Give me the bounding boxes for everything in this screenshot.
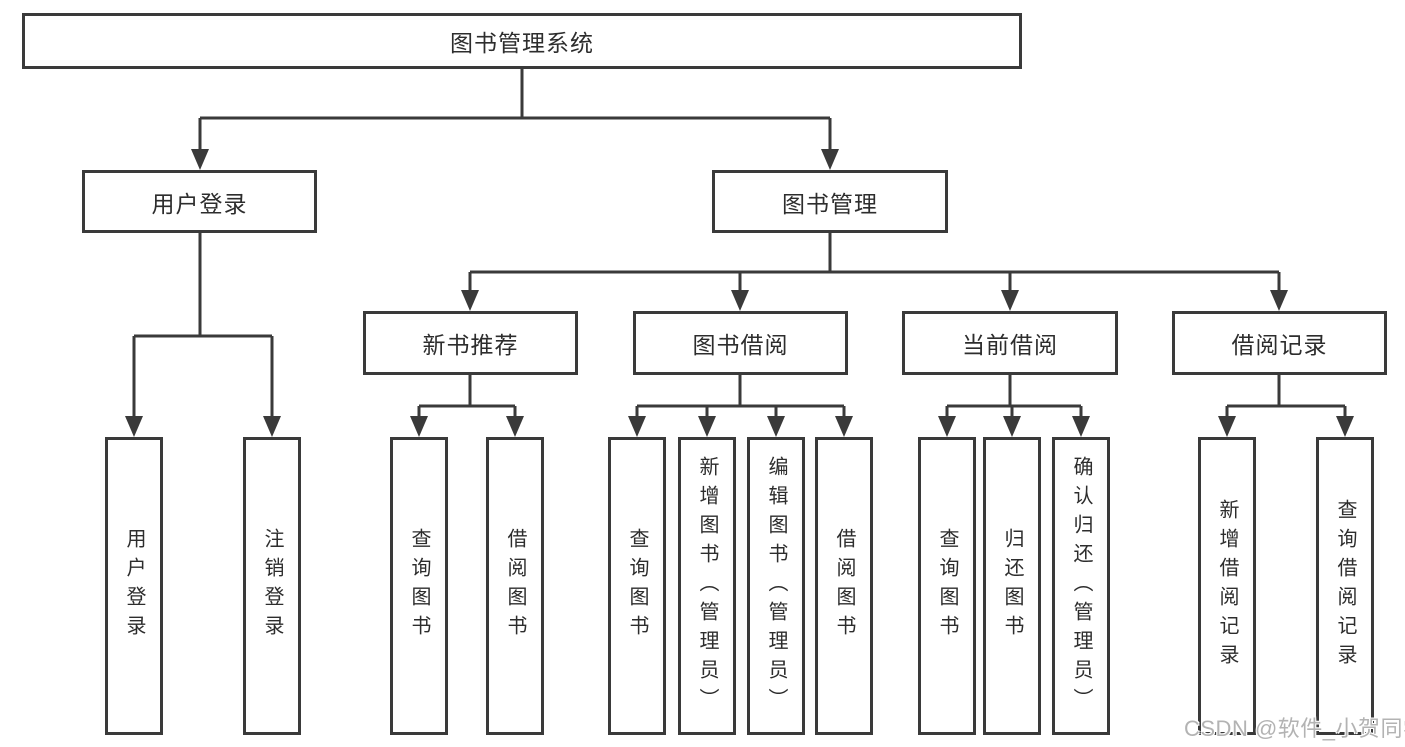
leaf-query-books-current: 查询图书 — [918, 437, 976, 735]
node-book-management-label: 图书管理 — [782, 190, 878, 217]
csdn-watermark: CSDN @软件_小贺同学 — [1184, 716, 1405, 741]
node-root-system-label: 图书管理系统 — [450, 30, 594, 56]
node-new-book-recommend: 新书推荐 — [363, 311, 578, 375]
node-current-borrowing: 当前借阅 — [902, 311, 1118, 375]
leaf-return-books-label: 归还图书 — [1001, 528, 1023, 644]
arrowheads — [125, 149, 1354, 437]
node-new-book-recommend-label: 新书推荐 — [422, 332, 519, 358]
leaf-confirm-return-admin-label: 确认归还（管理员） — [1070, 455, 1092, 717]
leaf-query-borrow-record: 查询借阅记录 — [1316, 437, 1374, 735]
leaf-return-books: 归还图书 — [983, 437, 1041, 735]
leaf-edit-books-admin: 编辑图书（管理员） — [747, 437, 805, 735]
leaf-query-books-recommend: 查询图书 — [390, 437, 448, 735]
node-book-borrowing-label: 图书借阅 — [692, 332, 789, 358]
leaf-query-books-borrow: 查询图书 — [608, 437, 666, 735]
leaf-borrow-books: 借阅图书 — [815, 437, 873, 735]
node-book-management: 图书管理 — [712, 170, 948, 233]
leaf-add-books-admin: 新增图书（管理员） — [678, 437, 736, 735]
leaf-borrow-books-recommend-label: 借阅图书 — [504, 528, 526, 644]
node-user-login-label: 用户登录 — [151, 190, 248, 217]
leaf-query-books-recommend-label: 查询图书 — [408, 528, 430, 644]
node-borrow-records-label: 借阅记录 — [1231, 332, 1328, 358]
node-borrow-records: 借阅记录 — [1172, 311, 1387, 375]
leaf-add-borrow-record-label: 新增借阅记录 — [1216, 499, 1238, 673]
node-book-borrowing: 图书借阅 — [633, 311, 848, 375]
leaf-edit-books-admin-label: 编辑图书（管理员） — [765, 455, 787, 717]
leaf-add-borrow-record: 新增借阅记录 — [1198, 437, 1256, 735]
leaf-confirm-return-admin: 确认归还（管理员） — [1052, 437, 1110, 735]
leaf-query-borrow-record-label: 查询借阅记录 — [1334, 499, 1356, 673]
node-user-login: 用户登录 — [82, 170, 317, 233]
leaf-logout-label: 注销登录 — [261, 528, 283, 644]
leaf-borrow-books-recommend: 借阅图书 — [486, 437, 544, 735]
leaf-user-login: 用户登录 — [105, 437, 163, 735]
leaf-borrow-books-label: 借阅图书 — [833, 528, 855, 644]
leaf-logout: 注销登录 — [243, 437, 301, 735]
node-root-system: 图书管理系统 — [22, 13, 1022, 69]
node-current-borrowing-label: 当前借阅 — [962, 332, 1058, 358]
leaf-add-books-admin-label: 新增图书（管理员） — [696, 455, 718, 717]
leaf-user-login-label: 用户登录 — [123, 528, 145, 644]
leaf-query-books-borrow-label: 查询图书 — [626, 528, 648, 644]
leaf-query-books-current-label: 查询图书 — [936, 528, 958, 644]
